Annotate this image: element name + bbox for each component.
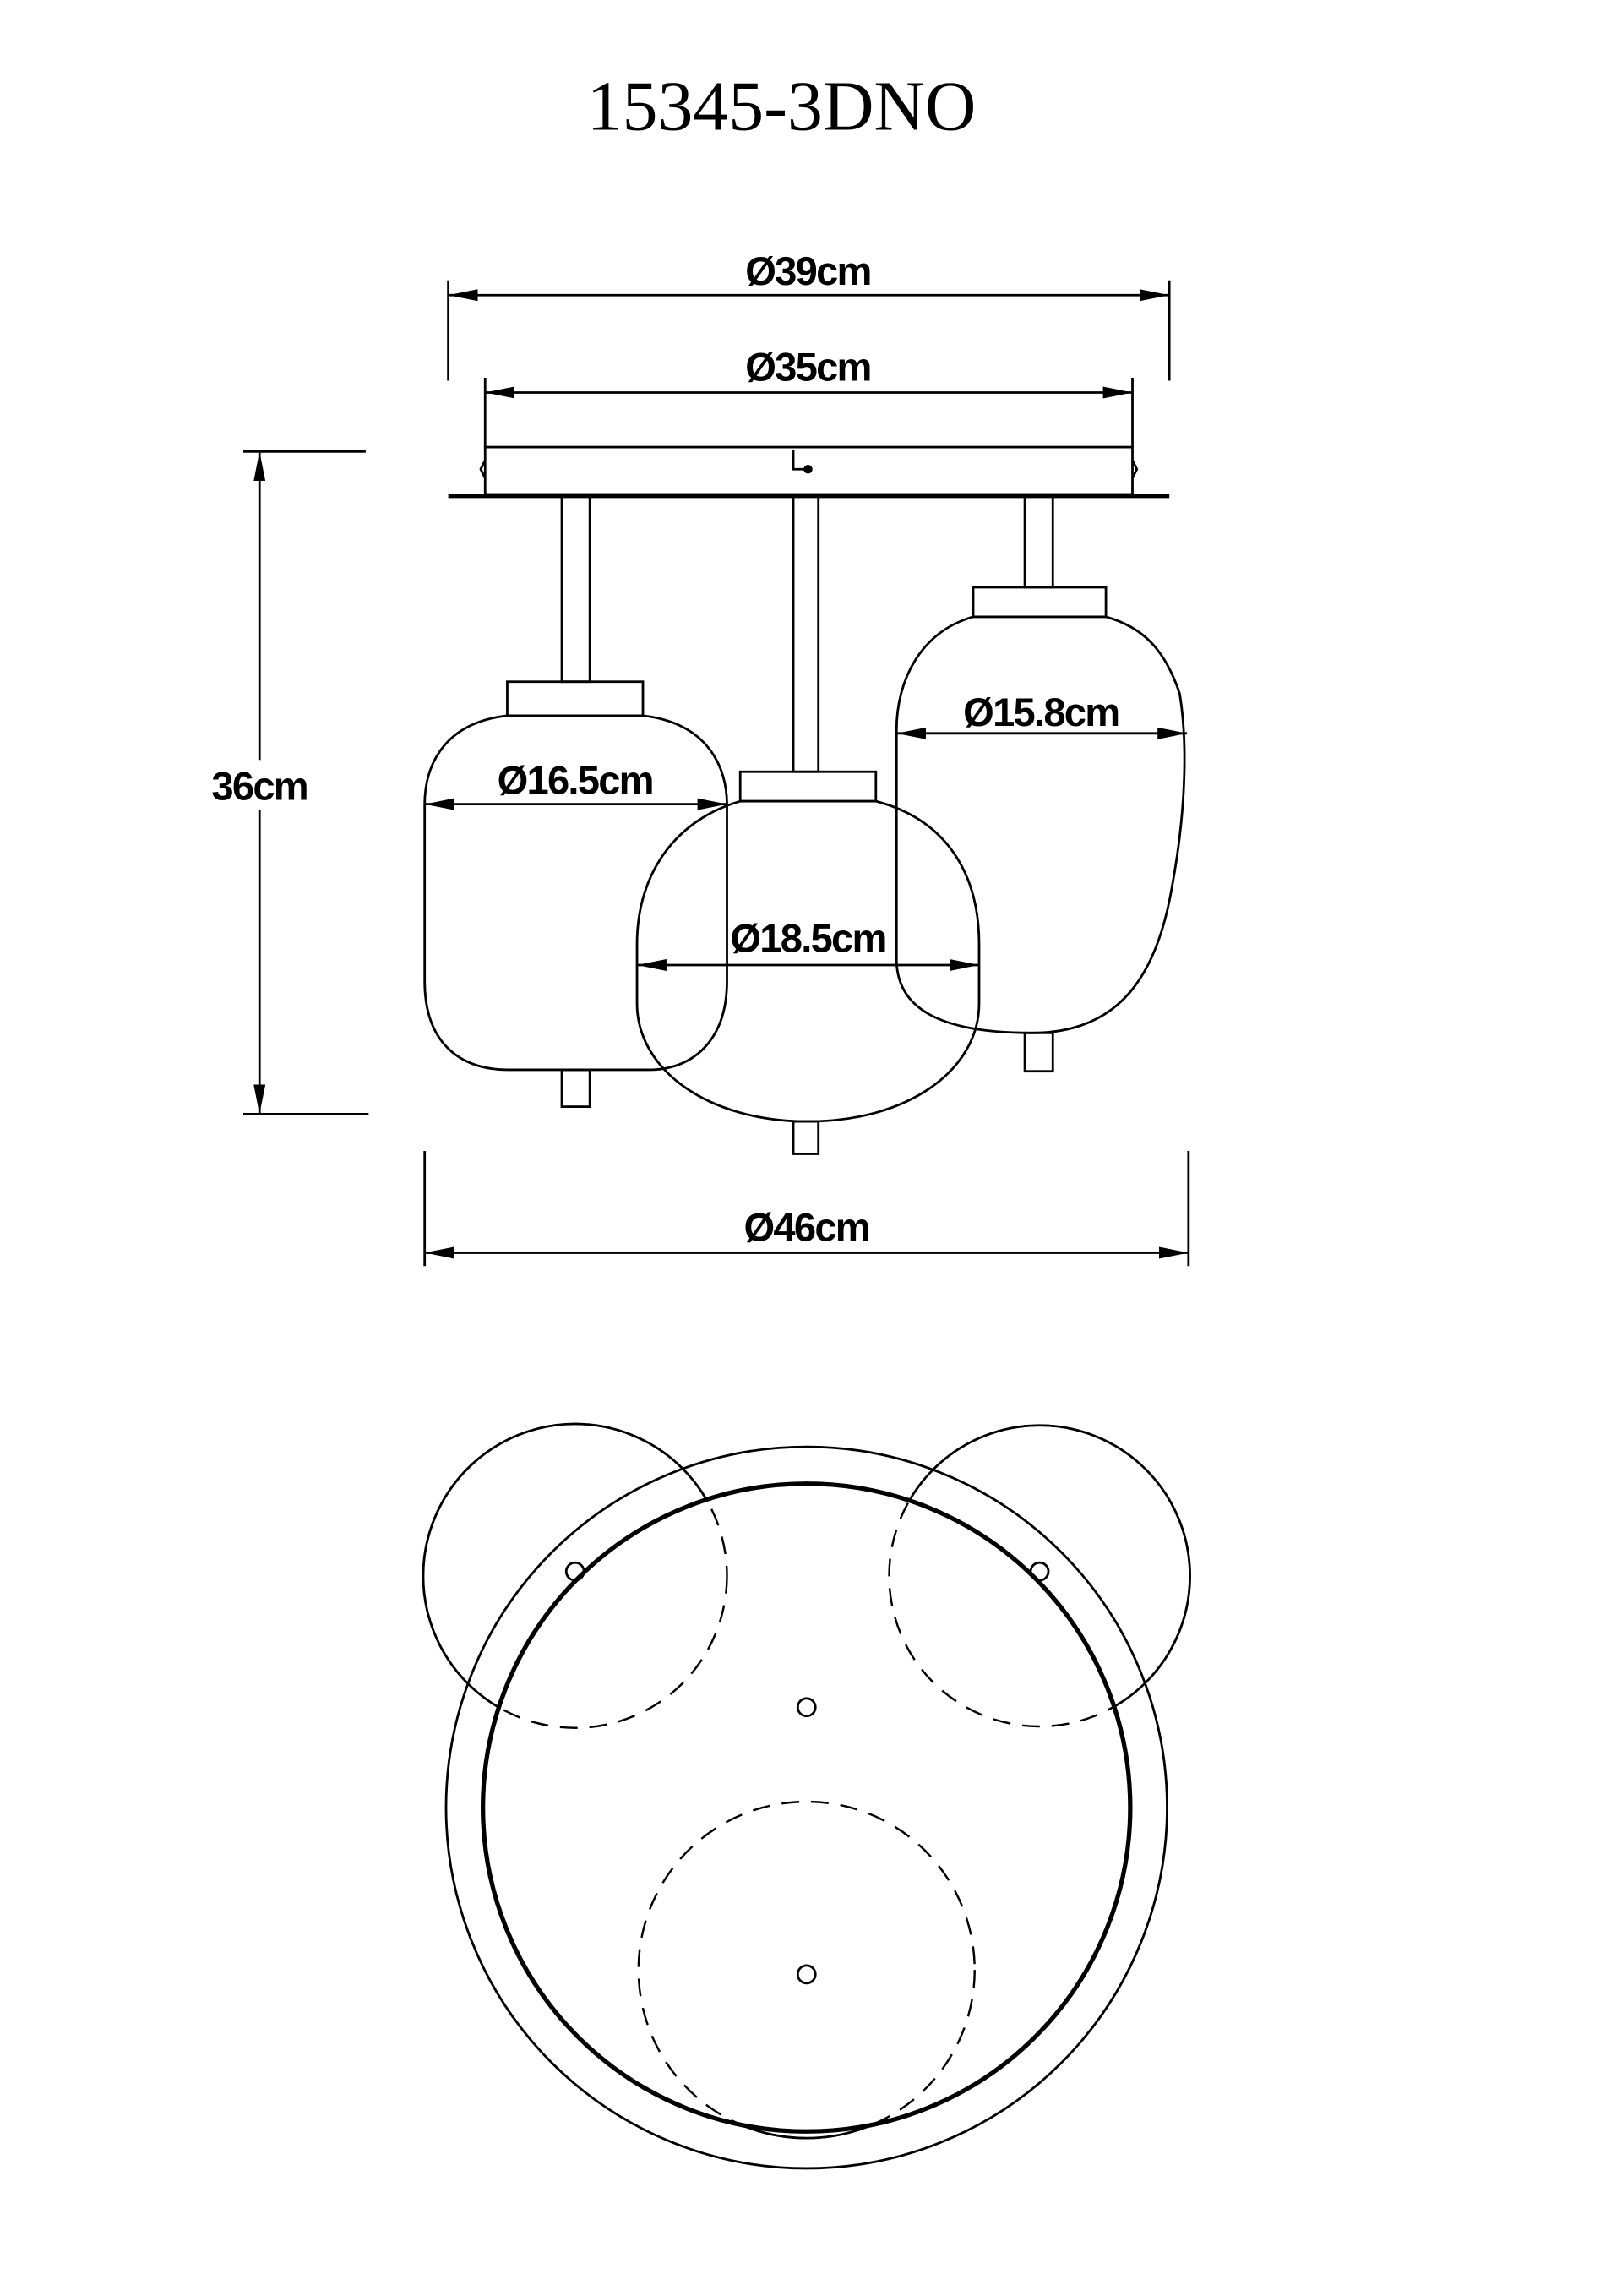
dimension-label: 36cm <box>211 763 308 808</box>
mounting-holes <box>564 1561 1050 1985</box>
dimension-overall-width: Ø46cm <box>423 1150 1190 1267</box>
dimension-label: Ø35cm <box>745 344 870 389</box>
dimension-height: 36cm <box>206 450 369 1115</box>
top-view <box>422 1422 1191 2170</box>
pendant-middle: Ø18.5cm <box>635 494 981 1155</box>
canopy-side-view <box>448 445 1170 499</box>
dimension-label: Ø16.5cm <box>498 757 653 802</box>
dimension-label: Ø46cm <box>744 1204 869 1249</box>
pendant-left: Ø16.5cm <box>423 494 728 1109</box>
dimension-label: Ø18.5cm <box>730 915 885 960</box>
dimension-label: Ø39cm <box>745 248 870 293</box>
shade-outlines-hidden <box>422 1422 1191 2140</box>
dimension-canopy-inner: Ø35cm <box>483 344 1134 448</box>
model-title: 15345-3DNO <box>587 68 977 146</box>
dimension-canopy-outer: Ø39cm <box>447 248 1171 381</box>
shade-outlines-visible <box>422 1422 1191 2140</box>
dimension-label: Ø15.8cm <box>963 690 1119 734</box>
pendant-right: Ø15.8cm <box>895 494 1188 1073</box>
